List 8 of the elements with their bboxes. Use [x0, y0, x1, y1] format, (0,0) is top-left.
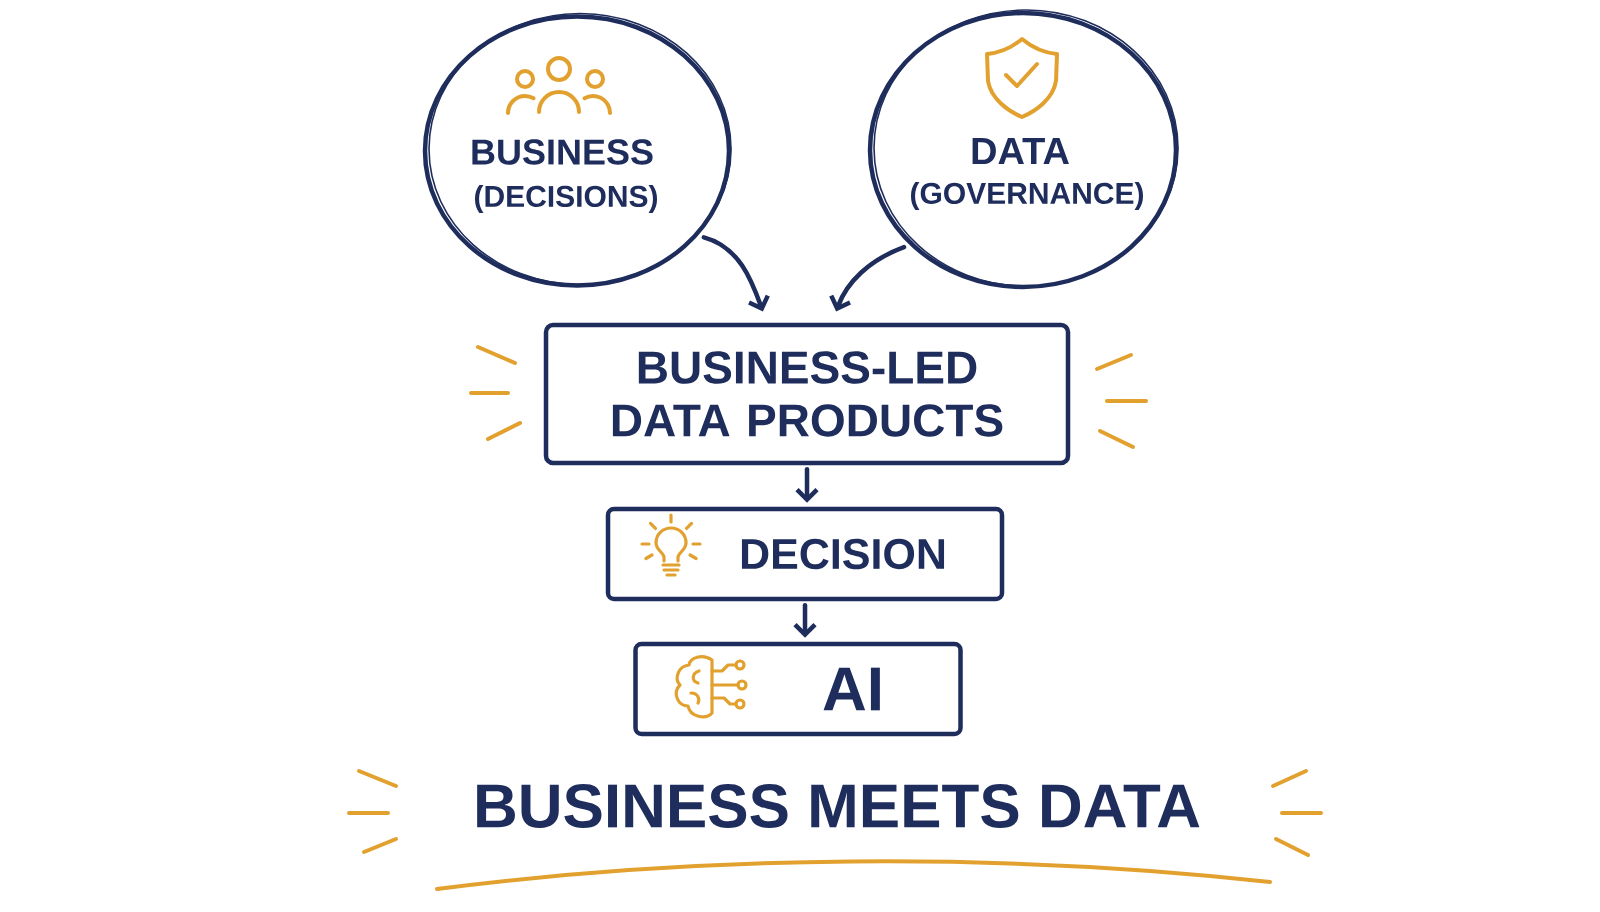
arrow	[829, 244, 907, 312]
process-box: DECISION	[605, 506, 1005, 602]
arrow	[795, 467, 819, 503]
process-box: BUSINESS-LED DATA PRODUCTS	[543, 322, 1071, 466]
arrow	[701, 235, 770, 312]
arrow	[793, 603, 817, 638]
process-box: AI	[633, 641, 963, 737]
title: BUSINESS MEETS DATA	[477, 784, 1200, 828]
